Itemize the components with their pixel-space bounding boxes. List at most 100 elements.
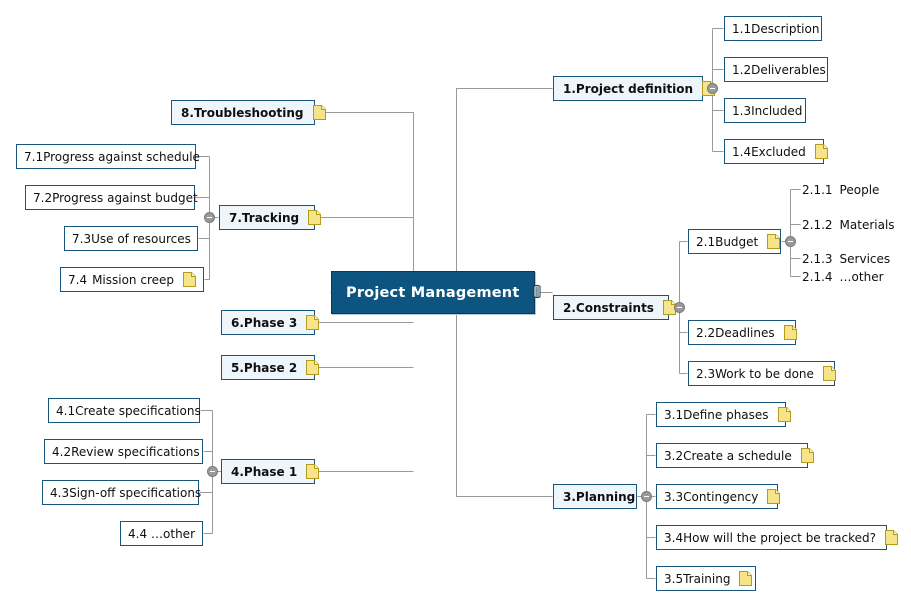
branch-node-planning[interactable]: 3. Planning [553,484,637,509]
node-number: 2.1.1 [802,182,833,197]
branch-node-phase-3[interactable]: 6. Phase 3 [221,310,320,335]
leaf-node-2-2[interactable]: 2.2 Deadlines [688,320,797,345]
node-label: Planning [575,489,636,504]
node-label: Create specifications [75,403,201,418]
doc-icon [777,407,791,422]
doc-icon [306,315,320,330]
node-number: 2.1 [696,234,716,249]
doc-icon [306,464,320,479]
leaf-node-2-1-4[interactable]: 2.1.4 …other [802,268,884,285]
branch-node-troubleshooting[interactable]: 8. Troubleshooting [171,100,326,125]
branch-node-constraints[interactable]: 2. Constraints [553,295,676,320]
collapse-toggle-2[interactable] [674,302,685,313]
branch-node-phase-1[interactable]: 4. Phase 1 [221,459,320,484]
leaf-node-4-4[interactable]: 4.4 …other [120,521,203,546]
node-number: 4.3 [50,485,70,500]
doc-icon [800,448,814,463]
node-label: Contingency [683,489,759,504]
node-label: Phase 3 [243,315,298,330]
node-number: 1.2 [732,62,752,77]
node-label: Use of resources [91,231,191,246]
node-number: 3.5 [664,571,684,586]
doc-icon [822,366,836,381]
node-number: 5. [231,360,244,375]
node-label: Budget [715,234,759,249]
node-number: 1. [563,81,576,96]
node-number: 3. [563,489,576,504]
node-label: Included [751,103,803,118]
node-label: Excluded [751,144,806,159]
leaf-node-1-4[interactable]: 1.4 Excluded [724,139,828,164]
node-label: Work to be done [715,366,814,381]
leaf-node-3-1[interactable]: 3.1 Define phases [656,402,791,427]
root-node-project-management[interactable]: Project Management [331,271,541,314]
branch-node-phase-2[interactable]: 5. Phase 2 [221,355,320,380]
node-number: 4. [231,464,244,479]
leaf-node-7-1[interactable]: 7.1 Progress against schedule [16,144,200,169]
branch-node-project-definition[interactable]: 1. Project definition [553,76,716,101]
leaf-node-3-2[interactable]: 3.2 Create a schedule [656,443,814,468]
node-number: 7.2 [33,190,53,205]
leaf-node-2-1-2[interactable]: 2.1.2 Materials [802,216,895,233]
node-number: 2.2 [696,325,716,340]
node-label: Tracking [241,210,300,225]
leaf-node-3-4[interactable]: 3.4 How will the project be tracked? [656,525,898,550]
collapse-toggle-3[interactable] [641,491,652,502]
node-label: Deliverables [751,62,826,77]
leaf-node-4-1[interactable]: 4.1 Create specifications [48,398,201,423]
node-number: 1.1 [732,21,752,36]
node-number: 1.3 [732,103,752,118]
leaf-node-3-5[interactable]: 3.5 Training [656,566,756,591]
node-number: 3.1 [664,407,684,422]
node-label: Phase 1 [243,464,298,479]
node-number: 2. [563,300,576,315]
leaf-node-2-3[interactable]: 2.3 Work to be done [688,361,836,386]
node-label: Training [683,571,731,586]
leaf-node-1-2[interactable]: 1.2 Deliverables [724,57,828,82]
node-label: Constraints [575,300,654,315]
leaf-node-1-3[interactable]: 1.3 Included [724,98,806,123]
doc-icon [783,325,797,340]
doc-icon [312,105,326,120]
collapse-toggle-2-1[interactable] [785,236,796,247]
leaf-node-2-1-1[interactable]: 2.1.1 People [802,181,879,198]
leaf-node-7-2[interactable]: 7.2 Progress against budget [25,185,198,210]
leaf-node-2-1-3[interactable]: 2.1.3 Services [802,250,890,267]
root-label: Project Management [346,284,520,301]
node-label: Description [751,21,820,36]
doc-icon [767,234,781,249]
node-number: 8. [181,105,194,120]
collapse-toggle-1[interactable] [707,83,718,94]
node-number: 7.3 [72,231,92,246]
leaf-node-1-1[interactable]: 1.1 Description [724,16,822,41]
node-number: 2.1.3 [802,251,833,266]
node-number: 4.4 [128,526,148,541]
doc-icon [183,272,196,287]
leaf-node-2-1-budget[interactable]: 2.1 Budget [688,229,781,254]
node-label: Project definition [575,81,694,96]
branch-node-tracking[interactable]: 7. Tracking [219,205,322,230]
node-label: Progress against schedule [43,149,200,164]
node-number: 2.3 [696,366,716,381]
doc-icon [308,210,322,225]
node-number: 3.3 [664,489,684,504]
node-label: Materials [839,217,895,232]
node-number: 2.1.4 [802,269,833,284]
leaf-node-4-2[interactable]: 4.2 Review specifications [44,439,203,464]
collapse-toggle-7[interactable] [204,212,215,223]
node-number: 3.2 [664,448,684,463]
doc-icon [306,360,320,375]
collapse-toggle-4[interactable] [207,466,218,477]
node-label: Mission creep [92,272,174,287]
node-label: How will the project be tracked? [683,530,876,545]
node-label: Define phases [683,407,769,422]
leaf-node-7-3[interactable]: 7.3 Use of resources [64,226,198,251]
paperclip-icon [531,284,543,301]
leaf-node-3-3[interactable]: 3.3 Contingency [656,484,781,509]
leaf-node-7-4[interactable]: 7.4 Mission creep [60,267,204,292]
node-number: 7.1 [24,149,44,164]
node-label: Deadlines [715,325,775,340]
leaf-node-4-3[interactable]: 4.3 Sign-off specifications [42,480,201,505]
node-number: 7.4 [68,272,88,287]
node-number: 4.2 [52,444,72,459]
